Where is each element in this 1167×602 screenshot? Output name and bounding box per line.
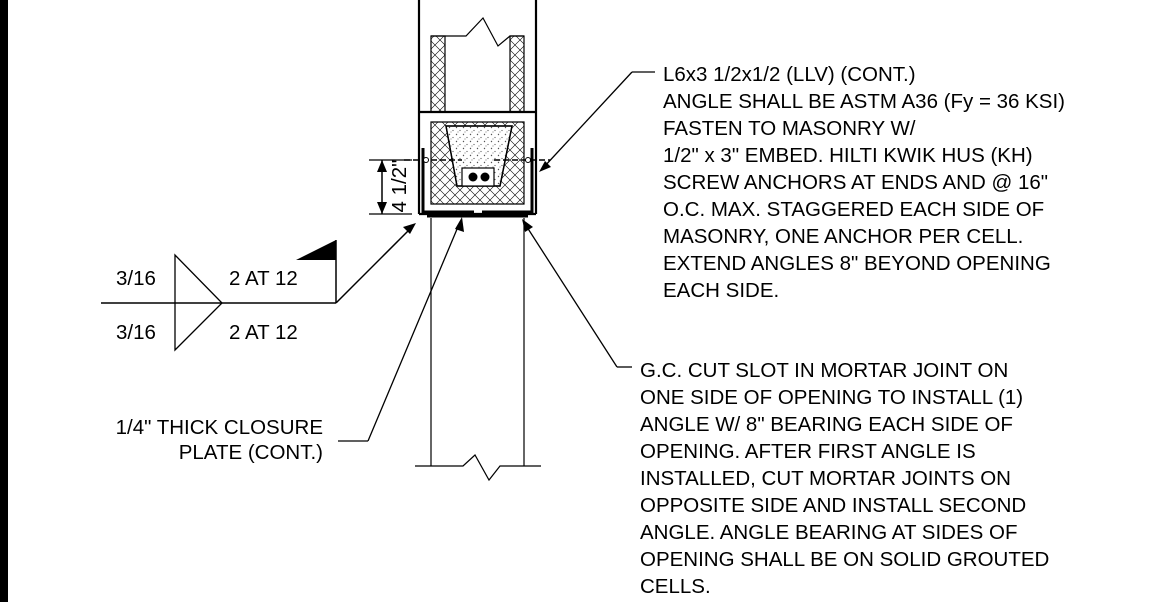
angle-note-line-1: L6x3 1/2x1/2 (LLV) (CONT.): [663, 63, 916, 86]
angle-note-line-9: EACH SIDE.: [663, 279, 779, 302]
slot-note-line-9: CELLS.: [640, 575, 711, 598]
rebar: [480, 172, 490, 182]
bond-beam-unit: [417, 112, 538, 216]
masonry-wall-above: [417, 0, 538, 114]
slot-note-line-5: INSTALLED, CUT MORTAR JOINTS ON: [640, 467, 1011, 490]
screw-anchors: [404, 157, 550, 163]
slot-note-line-6: OPPOSITE SIDE AND INSTALL SECOND: [640, 494, 1026, 517]
slot-note-line-2: ONE SIDE OF OPENING TO INSTALL (1): [640, 386, 1023, 409]
dimension-label: 4 1/2": [388, 160, 411, 213]
slot-note-line-1: G.C. CUT SLOT IN MORTAR JOINT ON: [640, 359, 1008, 382]
closure-plate-callout: 1/4" THICK CLOSURE PLATE (CONT.): [116, 217, 464, 464]
angle-note-line-4: 1/2" x 3" EMBED. HILTI KWIK HUS (KH): [663, 144, 1033, 167]
weld-symbol: 3/16 2 AT 12 3/16 2 AT 12: [101, 223, 416, 352]
steel-angles: [421, 148, 534, 218]
angle-note-line-5: SCREW ANCHORS AT ENDS AND @ 16": [663, 171, 1048, 194]
angle-note-line-6: O.C. MAX. STAGGERED EACH SIDE OF: [663, 198, 1044, 221]
angle-note-line-7: MASONRY, ONE ANCHOR PER CELL.: [663, 225, 1023, 248]
closure-plate-note-line1: 1/4" THICK CLOSURE: [116, 416, 323, 439]
slot-note-line-8: OPENING SHALL BE ON SOLID GROUTED: [640, 548, 1049, 571]
angle-callout: [539, 71, 655, 172]
weld-size-top: 3/16: [116, 267, 156, 290]
weld-pitch-bottom: 2 AT 12: [229, 321, 298, 344]
angle-note-line-3: FASTEN TO MASONRY W/: [663, 117, 916, 140]
weld-pitch-top: 2 AT 12: [229, 267, 298, 290]
sheet-border: [0, 0, 8, 602]
masonry-below: [415, 218, 541, 482]
height-dimension: 4 1/2": [369, 159, 412, 215]
rebar: [468, 172, 478, 182]
angle-note-line-8: EXTEND ANGLES 8" BEYOND OPENING: [663, 252, 1051, 275]
slot-note-line-4: OPENING. AFTER FIRST ANGLE IS: [640, 440, 976, 463]
slot-note-line-7: ANGLE. ANGLE BEARING AT SIDES OF: [640, 521, 1017, 544]
fillet-weld-symbol: [174, 253, 223, 352]
field-weld-flag: [296, 240, 336, 260]
closure-plate-note-line2: PLATE (CONT.): [179, 441, 323, 464]
slot-note-line-3: ANGLE W/ 8" BEARING EACH SIDE OF: [640, 413, 1013, 436]
slot-callout: [522, 219, 632, 368]
weld-size-bottom: 3/16: [116, 321, 156, 344]
angle-note-line-2: ANGLE SHALL BE ASTM A36 (Fy = 36 KSI): [663, 90, 1065, 113]
